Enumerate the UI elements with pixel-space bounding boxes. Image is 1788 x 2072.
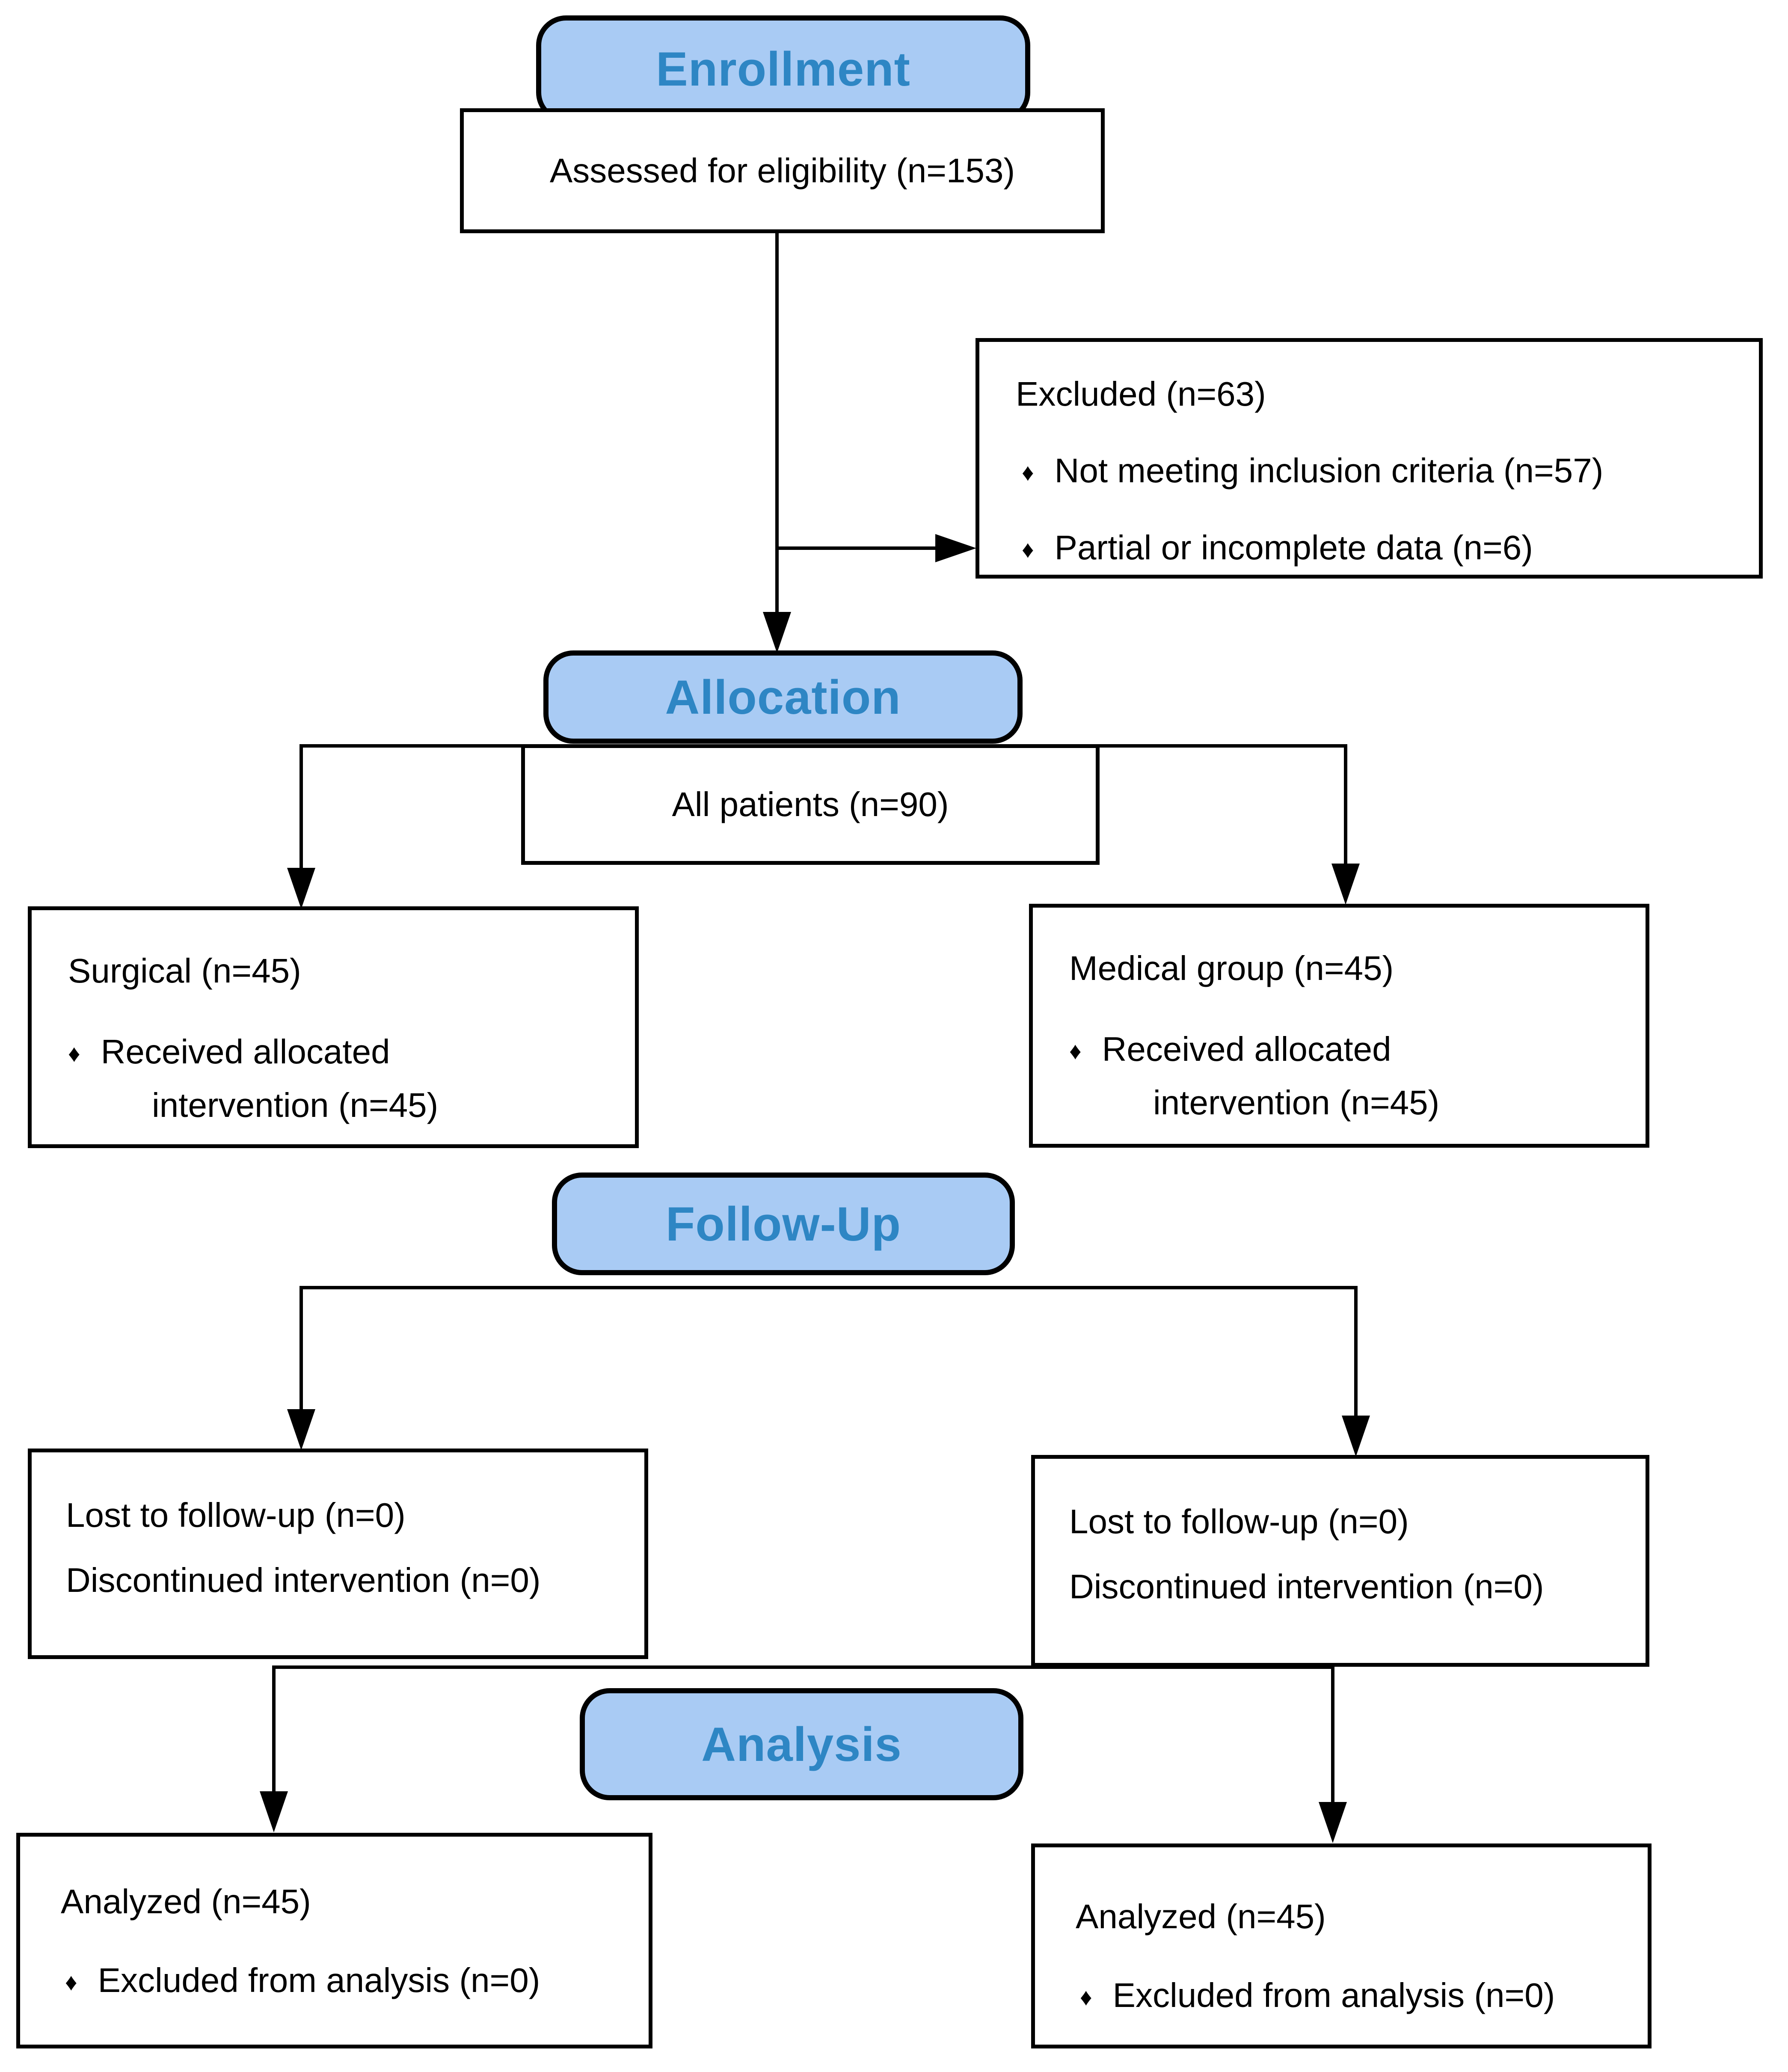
analyzed-left-bullet: ♦ Excluded from analysis (n=0) [65, 1960, 627, 2001]
surgical-bullet-cont: intervention (n=45) [152, 1086, 439, 1124]
bullet-diamond-icon: ♦ [1069, 1037, 1082, 1065]
bullet-diamond-icon: ♦ [1022, 459, 1034, 486]
stage-enrollment: Enrollment [536, 15, 1030, 122]
surgical-group-box: Surgical (n=45) ♦ Received allocated int… [28, 906, 639, 1148]
surgical-title: Surgical (n=45) [68, 952, 301, 990]
stage-analysis-label: Analysis [701, 1717, 902, 1771]
followup-right-line1: Lost to follow-up (n=0) [1069, 1502, 1409, 1541]
arrow-down-icon [1319, 1802, 1347, 1843]
stem-connector-line [775, 232, 779, 615]
bullet-diamond-icon: ♦ [1022, 535, 1034, 563]
analyzed-right-box: Analyzed (n=45) ♦ Excluded from analysis… [1031, 1843, 1652, 2048]
followup-left-line1: Lost to follow-up (n=0) [66, 1496, 406, 1534]
analyzed-right-title: Analyzed (n=45) [1076, 1897, 1326, 1935]
excluded-bullet-1: ♦ Not meeting inclusion criteria (n=57) [1022, 451, 1738, 491]
arrow-down-icon [260, 1791, 288, 1832]
assessed-eligibility-box: Assessed for eligibility (n=153) [460, 108, 1105, 233]
excluded-bullet-2-text: Partial or incomplete data (n=6) [1054, 528, 1533, 567]
followup-right-connector-line [1354, 1286, 1358, 1419]
surgical-bullet-text: Received allocated [101, 1033, 390, 1071]
stage-enrollment-label: Enrollment [656, 42, 910, 96]
stage-followup-label: Follow-Up [665, 1197, 901, 1251]
all-patients-text: All patients (n=90) [672, 785, 949, 823]
analyzed-right-bullet: ♦ Excluded from analysis (n=0) [1080, 1975, 1626, 2016]
followup-left-box: Lost to follow-up (n=0) Discontinued int… [28, 1449, 648, 1659]
followup-right-box: Lost to follow-up (n=0) Discontinued int… [1031, 1455, 1649, 1667]
allocation-left-connector-line [299, 744, 303, 871]
medical-group-box: Medical group (n=45) ♦ Received allocate… [1029, 904, 1649, 1148]
bullet-diamond-icon: ♦ [68, 1040, 80, 1067]
analyzed-left-title: Analyzed (n=45) [61, 1882, 311, 1921]
followup-left-line2: Discontinued intervention (n=0) [66, 1561, 541, 1600]
stage-analysis: Analysis [580, 1688, 1023, 1800]
analysis-left-connector-line [272, 1665, 276, 1794]
analyzed-left-bullet-text: Excluded from analysis (n=0) [98, 1961, 540, 2000]
arrow-down-icon [1331, 864, 1360, 905]
arrow-down-icon [763, 612, 791, 653]
analysis-branch-line [272, 1665, 1334, 1669]
analyzed-right-bullet-text: Excluded from analysis (n=0) [1112, 1976, 1555, 2015]
medical-bullet-text: Received allocated [1102, 1030, 1391, 1069]
bullet-diamond-icon: ♦ [1080, 1983, 1092, 2011]
assessed-eligibility-text: Assessed for eligibility (n=153) [549, 151, 1015, 190]
analyzed-left-box: Analyzed (n=45) ♦ Excluded from analysis… [16, 1833, 652, 2048]
arrow-down-icon [287, 868, 315, 909]
excluded-title: Excluded (n=63) [1016, 375, 1266, 413]
arrow-down-icon [287, 1409, 315, 1450]
stage-followup: Follow-Up [552, 1173, 1015, 1275]
all-patients-box: All patients (n=90) [521, 744, 1100, 865]
excluded-bullet-1-text: Not meeting inclusion criteria (n=57) [1054, 451, 1604, 490]
analysis-right-connector-line [1331, 1665, 1334, 1805]
excluded-bullet-2: ♦ Partial or incomplete data (n=6) [1022, 528, 1738, 568]
surgical-bullet: ♦ Received allocated [68, 1032, 614, 1072]
followup-branch-line [299, 1286, 1358, 1289]
arrow-right-icon [935, 534, 976, 562]
stage-allocation: Allocation [543, 650, 1023, 744]
allocation-right-connector-line [1344, 744, 1347, 867]
excluded-branch-line [777, 546, 937, 550]
excluded-box: Excluded (n=63) ♦ Not meeting inclusion … [976, 338, 1763, 579]
medical-title: Medical group (n=45) [1069, 949, 1394, 987]
stage-allocation-label: Allocation [665, 670, 901, 724]
followup-left-connector-line [299, 1286, 303, 1412]
medical-bullet-cont: intervention (n=45) [1153, 1083, 1440, 1122]
followup-right-line2: Discontinued intervention (n=0) [1069, 1567, 1544, 1606]
arrow-down-icon [1342, 1416, 1370, 1457]
bullet-diamond-icon: ♦ [65, 1968, 77, 1996]
medical-bullet: ♦ Received allocated [1069, 1029, 1624, 1069]
